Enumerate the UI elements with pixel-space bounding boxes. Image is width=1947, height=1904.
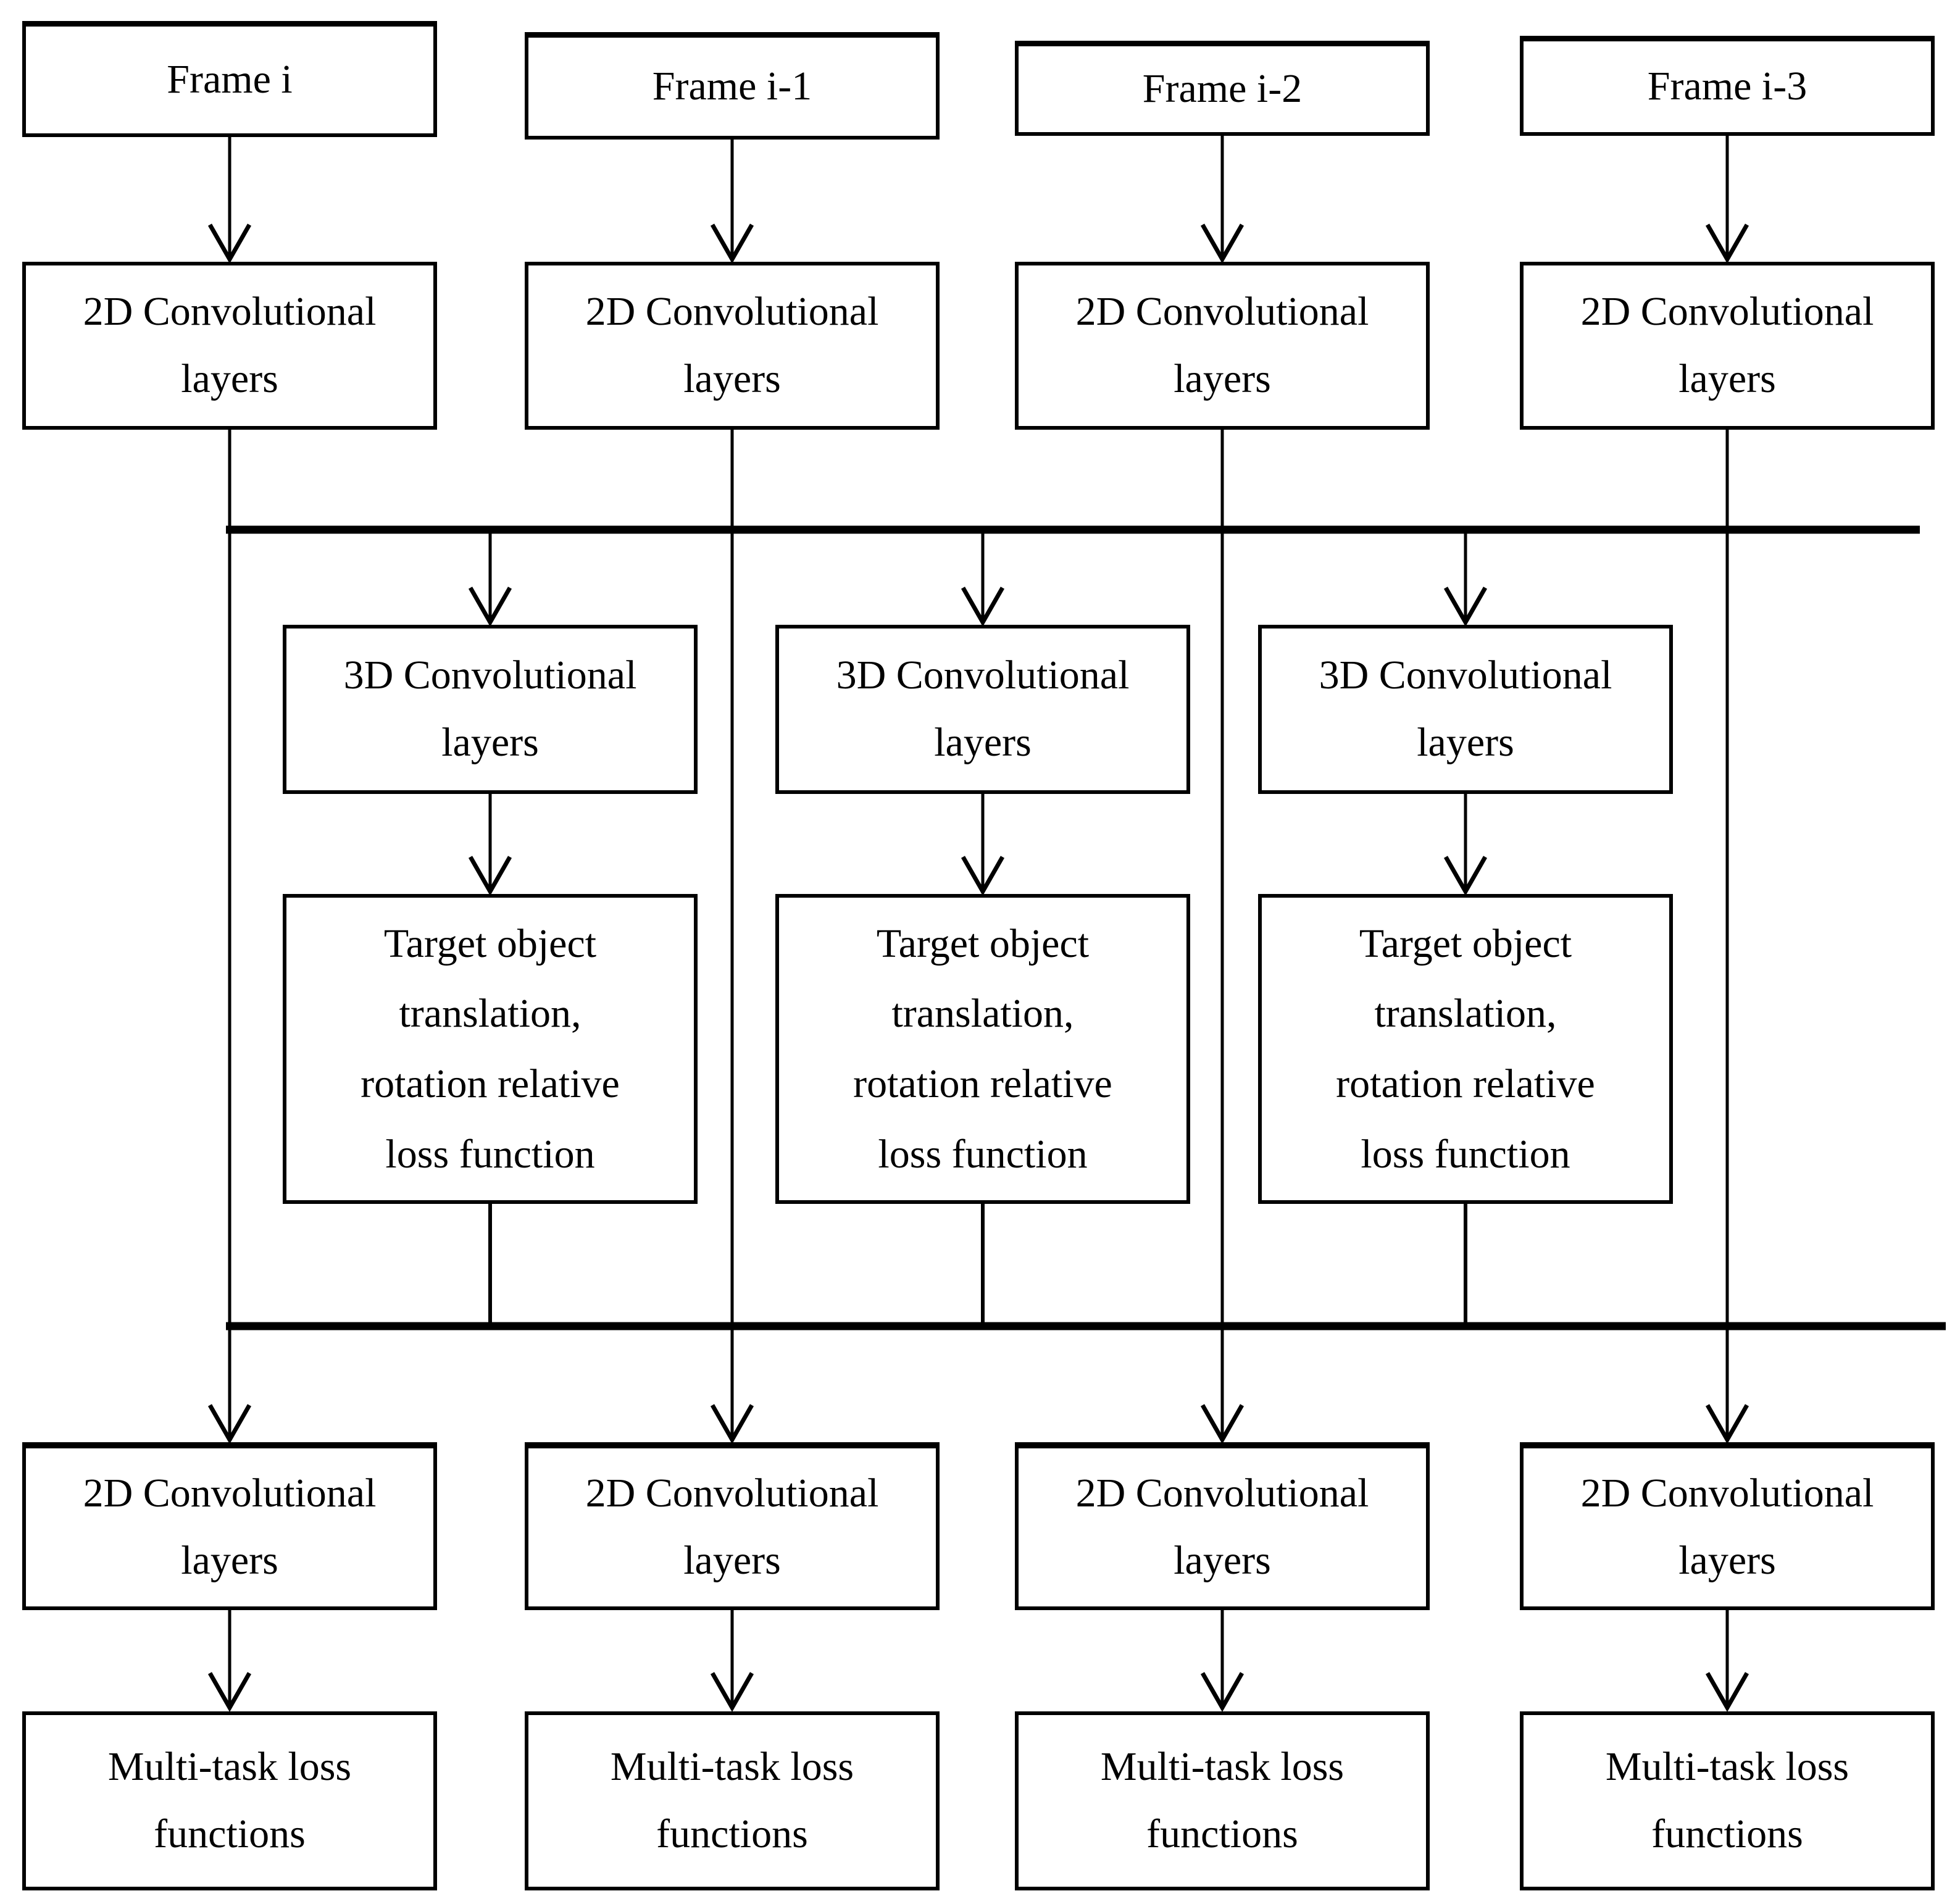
conv3d-2-line-1: 3D Convolutional xyxy=(836,653,1130,698)
arrow-conv3d-to-target-2 xyxy=(961,794,1005,896)
arrow-bar-to-conv3d-2 xyxy=(961,531,1005,627)
conv2d-bottom-2-line-2: layers xyxy=(683,1538,781,1583)
arrow-conv2d-to-multitask-1 xyxy=(207,1610,252,1713)
arrows-conv2d-to-multitask xyxy=(207,1610,1749,1713)
frame-label-2: Frame i-1 xyxy=(652,64,812,109)
frame-label-4: Frame i-3 xyxy=(1647,64,1807,109)
target-3-line-3: rotation relative xyxy=(1336,1061,1595,1106)
arrow-bar-to-conv2d-bottom-1 xyxy=(207,1327,252,1445)
multitask-box-3: Multi-task loss functions xyxy=(1015,1711,1430,1890)
target-loss-box-1: Target object translation, rotation rela… xyxy=(283,894,698,1204)
conv2d-bottom-2-line-1: 2D Convolutional xyxy=(585,1471,879,1516)
frame-box-4: Frame i-3 xyxy=(1520,36,1935,136)
conv2d-top-box-3: 2D Convolutional layers xyxy=(1015,262,1430,430)
conv3d-2-line-2: layers xyxy=(934,720,1032,765)
frame-label-1: Frame i xyxy=(167,57,293,102)
arrow-frame-to-conv2d-2 xyxy=(710,140,754,264)
conv2d-top-4-line-1: 2D Convolutional xyxy=(1580,289,1874,335)
multitask-4-line-1: Multi-task loss xyxy=(1605,1744,1849,1790)
conv2d-top-2-line-2: layers xyxy=(683,356,781,401)
target-1-line-3: rotation relative xyxy=(361,1061,620,1106)
arrow-conv3d-to-target-3 xyxy=(1443,794,1488,896)
multitask-1-line-1: Multi-task loss xyxy=(107,1744,352,1790)
arrow-bar-to-conv3d-3 xyxy=(1443,531,1488,627)
frame-box-1: Frame i xyxy=(22,21,437,137)
target-2-line-3: rotation relative xyxy=(853,1061,1112,1106)
target-3-line-2: translation, xyxy=(1374,991,1557,1037)
target-2-line-2: translation, xyxy=(891,991,1074,1037)
multitask-box-1: Multi-task loss functions xyxy=(22,1711,437,1890)
target-1-line-2: translation, xyxy=(399,991,582,1037)
multitask-box-2: Multi-task loss functions xyxy=(525,1711,940,1890)
multitask-2-line-1: Multi-task loss xyxy=(610,1744,854,1790)
conv3d-box-3: 3D Convolutional layers xyxy=(1258,625,1673,794)
conv2d-top-2-line-1: 2D Convolutional xyxy=(585,289,879,335)
conv3d-3-line-1: 3D Convolutional xyxy=(1319,653,1612,698)
conv2d-top-4-line-2: layers xyxy=(1678,356,1776,401)
conv2d-bottom-box-4: 2D Convolutional layers xyxy=(1520,1442,1935,1610)
frame-box-2: Frame i-1 xyxy=(525,32,940,140)
arrow-frame-to-conv2d-1 xyxy=(207,137,252,264)
arrows-bar-to-conv3d xyxy=(468,531,1488,627)
conv2d-bottom-1-line-1: 2D Convolutional xyxy=(83,1471,377,1516)
conv2d-top-box-4: 2D Convolutional layers xyxy=(1520,262,1935,430)
target-drop-lines xyxy=(488,1203,1467,1326)
multitask-4-line-2: functions xyxy=(1651,1811,1803,1856)
conv2d-top-3-line-2: layers xyxy=(1174,356,1271,401)
conv2d-bottom-1-line-2: layers xyxy=(181,1538,278,1583)
conv2d-top-3-line-1: 2D Convolutional xyxy=(1075,289,1369,335)
conv2d-bottom-3-line-2: layers xyxy=(1174,1538,1271,1583)
conv2d-top-1-line-2: layers xyxy=(181,356,278,401)
arrows-conv3d-to-target xyxy=(468,794,1488,896)
conv3d-1-line-2: layers xyxy=(441,720,539,765)
arrows-frame-to-conv2d xyxy=(207,136,1749,264)
multitask-3-line-2: functions xyxy=(1146,1811,1298,1856)
arrow-conv3d-to-target-1 xyxy=(468,794,512,896)
conv2d-bottom-box-1: 2D Convolutional layers xyxy=(22,1442,437,1610)
conv2d-bottom-4-line-1: 2D Convolutional xyxy=(1580,1471,1874,1516)
target-loss-box-2: Target object translation, rotation rela… xyxy=(775,894,1190,1204)
target-2-line-4: loss function xyxy=(878,1131,1088,1177)
target-3-line-4: loss function xyxy=(1361,1131,1570,1177)
arrow-bar-to-conv2d-bottom-4 xyxy=(1705,1327,1749,1445)
multitask-2-line-2: functions xyxy=(656,1811,808,1856)
multitask-3-line-1: Multi-task loss xyxy=(1100,1744,1345,1790)
arrow-bar-to-conv3d-1 xyxy=(468,531,512,627)
conv3d-box-1: 3D Convolutional layers xyxy=(283,625,698,794)
passthrough-lines xyxy=(228,428,1729,1326)
target-1-line-4: loss function xyxy=(385,1131,595,1177)
arrow-bar-to-conv2d-bottom-2 xyxy=(710,1327,754,1445)
arrow-frame-to-conv2d-3 xyxy=(1200,136,1244,264)
target-2-line-1: Target object xyxy=(876,921,1090,966)
conv2d-top-box-2: 2D Convolutional layers xyxy=(525,262,940,430)
conv3d-box-2: 3D Convolutional layers xyxy=(775,625,1190,794)
frame-box-3: Frame i-2 xyxy=(1015,41,1430,136)
arrow-bar-to-conv2d-bottom-3 xyxy=(1200,1327,1244,1445)
multitask-box-4: Multi-task loss functions xyxy=(1520,1711,1935,1890)
arrow-conv2d-to-multitask-3 xyxy=(1200,1610,1244,1713)
conv3d-1-line-1: 3D Convolutional xyxy=(343,653,637,698)
conv2d-bottom-4-line-2: layers xyxy=(1678,1538,1776,1583)
frame-label-3: Frame i-2 xyxy=(1142,66,1303,112)
conv2d-bottom-box-2: 2D Convolutional layers xyxy=(525,1442,940,1610)
arrow-frame-to-conv2d-4 xyxy=(1705,136,1749,264)
conv2d-top-box-1: 2D Convolutional layers xyxy=(22,262,437,430)
conv2d-top-1-line-1: 2D Convolutional xyxy=(83,289,377,335)
conv3d-3-line-2: layers xyxy=(1417,720,1514,765)
target-3-line-1: Target object xyxy=(1359,921,1572,966)
arrow-conv2d-to-multitask-2 xyxy=(710,1610,754,1713)
target-loss-box-3: Target object translation, rotation rela… xyxy=(1258,894,1673,1204)
conv2d-bottom-3-line-1: 2D Convolutional xyxy=(1075,1471,1369,1516)
arrow-conv2d-to-multitask-4 xyxy=(1705,1610,1749,1713)
multitask-1-line-2: functions xyxy=(154,1811,306,1856)
target-1-line-1: Target object xyxy=(383,921,597,966)
conv2d-bottom-box-3: 2D Convolutional layers xyxy=(1015,1442,1430,1610)
arrows-bar-to-conv2d-bottom xyxy=(207,1327,1749,1445)
